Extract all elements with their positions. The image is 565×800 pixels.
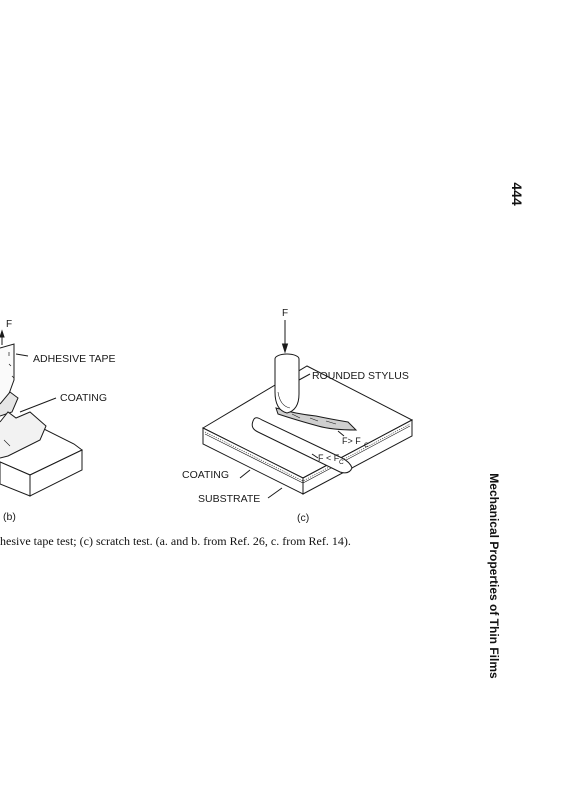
panel-c-fgt-label: F> F (342, 436, 361, 446)
panel-b-force-label: F (6, 319, 12, 330)
panel-c-flt-label: F < F (318, 453, 340, 463)
figure-caption: hesive tape test; (c) scratch test. (a. … (0, 534, 351, 548)
panel-c-stylus-label: ROUNDED STYLUS (312, 370, 409, 382)
panel-c-fgt-subscript: C (364, 442, 369, 449)
panel-b-coating-patch (0, 411, 47, 459)
panel-c-coating-leader (239, 469, 251, 479)
panel-b-drawing (0, 329, 83, 497)
panel-c-flt-leader (311, 453, 319, 459)
panel-c-drawing (201, 320, 414, 499)
panel-c-stylus (274, 359, 300, 414)
panel-b-tag: (b) (3, 511, 16, 523)
panel-c-tag: (c) (297, 512, 309, 524)
panel-b-tape-label: ADHESIVE TAPE (33, 353, 115, 365)
panel-c-substrate-leader (267, 487, 283, 499)
panel-c-force-arrowhead (281, 343, 289, 354)
panel-b-coating-label: COATING (60, 392, 107, 404)
panel-c-fgt-leader (337, 430, 345, 437)
panel-c-scratch-track (251, 417, 353, 474)
panel-c-substrate-side (302, 419, 413, 495)
panel-b-tape-leader (15, 353, 29, 357)
panel-c-coating-label: COATING (182, 469, 229, 481)
panel-b-coating-leader (19, 397, 57, 413)
panel-c-substrate-label: SUBSTRATE (198, 493, 260, 505)
panel-c-delaminated-region (275, 407, 358, 431)
panel-b-substrate-side (29, 449, 83, 497)
panel-b-force-arrowhead (0, 329, 5, 338)
panel-c-stylus-leader (298, 373, 311, 381)
panel-c-coating-band (204, 423, 411, 482)
panel-c-flt-subscript: C (339, 459, 344, 466)
panel-c-force-label: F (282, 308, 288, 319)
